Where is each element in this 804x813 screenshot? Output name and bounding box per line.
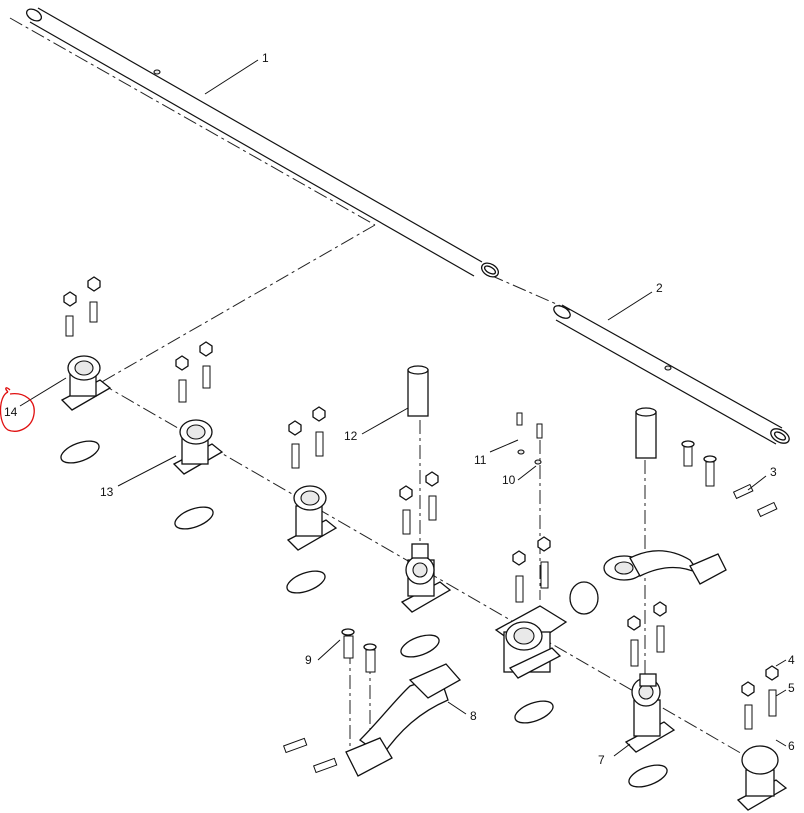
highlight-mark: [0, 387, 35, 432]
callout-11: 11: [474, 453, 487, 467]
callout-14: 14: [4, 405, 18, 419]
assembly-centerlines: [9, 17, 771, 771]
shaft-short: [553, 304, 790, 445]
fastener-stacks: [63, 276, 779, 774]
callout-3: 3: [770, 465, 777, 479]
elbow-arms: [345, 365, 727, 777]
callout-13: 13: [100, 485, 114, 499]
gaskets: [60, 440, 668, 788]
shaft-long: [25, 7, 500, 278]
callout-10: 10: [502, 473, 516, 487]
bearing-housings: [60, 355, 788, 811]
callout-8: 8: [470, 709, 477, 723]
callout-12: 12: [344, 429, 358, 443]
callout-2: 2: [656, 281, 663, 295]
leader-lines: [19, 59, 787, 757]
callout-7: 7: [598, 753, 605, 767]
callout-1: 1: [262, 51, 269, 65]
callout-6: 6: [788, 739, 795, 753]
callout-5: 5: [788, 681, 795, 695]
callout-9: 9: [305, 653, 312, 667]
callout-4: 4: [788, 653, 795, 667]
